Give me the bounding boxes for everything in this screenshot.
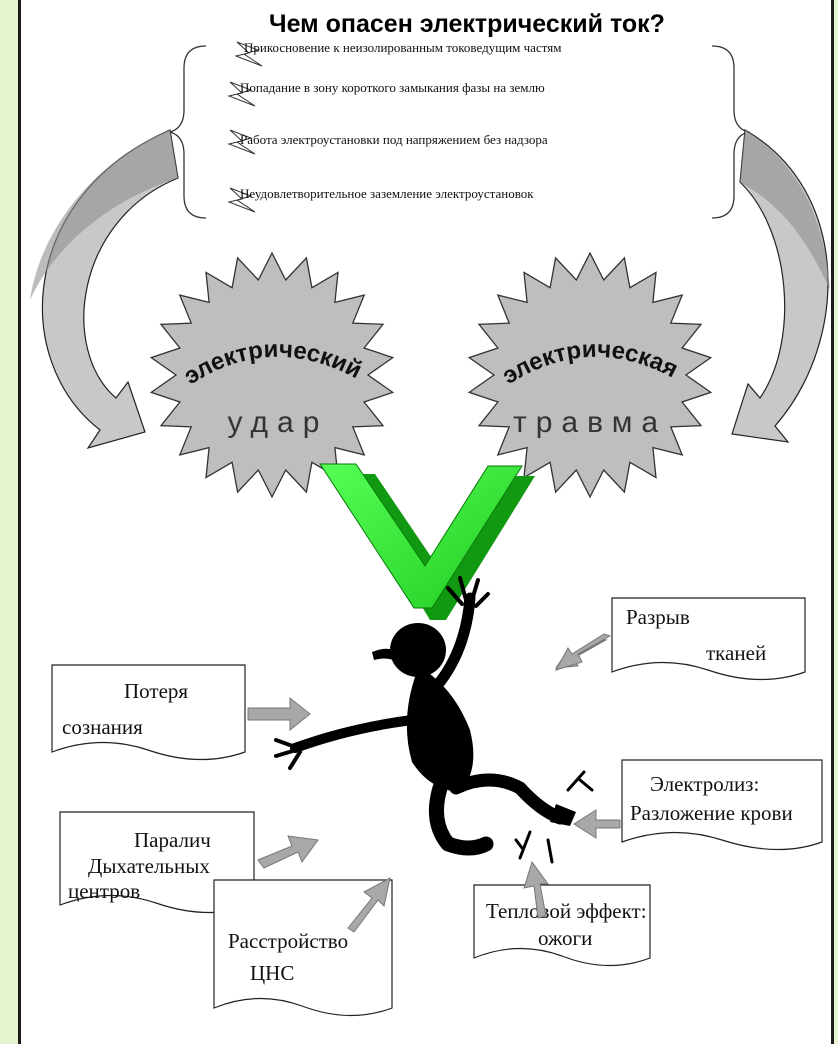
effect-label: Паралич [134, 828, 211, 852]
arrow-to-figure [257, 835, 319, 869]
cause-item: Попадание в зону короткого замыкания фаз… [240, 80, 545, 95]
cause-item: Работа электроустановки под напряжением … [240, 132, 548, 147]
effect-box-tissue-rupture [611, 597, 806, 681]
lightning-icon [234, 41, 263, 67]
effect-box-electrolysis [621, 759, 823, 851]
arrow-to-figure [573, 809, 621, 839]
starburst-electric-shock [149, 251, 395, 499]
lightning-icon [227, 81, 256, 107]
left-brace [167, 45, 207, 219]
lightning-icon [227, 129, 256, 155]
arrow-to-figure [554, 633, 612, 671]
outcome-label: удар [228, 406, 329, 439]
left-arrow-shade [30, 130, 178, 300]
effect-label: Дыхательных [88, 854, 210, 878]
effect-label: ожоги [538, 926, 592, 950]
right-brace [711, 45, 751, 219]
effect-label: Разрыв [626, 605, 690, 629]
effect-label: Расстройство [228, 929, 348, 953]
arrow-to-figure [347, 877, 391, 933]
effect-label: сознания [62, 715, 143, 739]
effect-label: Потеря [124, 679, 188, 703]
right-arrow-shade [740, 130, 830, 290]
arrow-to-figure [523, 860, 549, 919]
effect-box-cns [213, 879, 393, 1017]
effect-box-thermal [473, 884, 651, 967]
shocked-person-figure [274, 576, 594, 864]
arrow-to-figure [247, 696, 311, 732]
effect-label: Электролиз: [650, 772, 759, 796]
lightning-icon [227, 187, 256, 213]
green-v-arrow [319, 463, 535, 620]
starburst-electric-injury [467, 251, 713, 499]
page-title: Чем опасен электрический ток? [269, 10, 665, 38]
effect-label: Тепловой эффект: [486, 899, 647, 923]
effect-box-loss-consciousness [51, 664, 246, 761]
effect-label: Разложение крови [630, 801, 793, 825]
outcome-label: травма [513, 406, 667, 439]
effect-label: тканей [706, 641, 766, 665]
cause-item: Неудовлетворительное заземление электроу… [240, 186, 534, 201]
effect-label: ЦНС [250, 961, 294, 985]
cause-item: Прикосновение к неизолированным токоведу… [244, 40, 561, 55]
effect-label: центров [68, 879, 140, 903]
